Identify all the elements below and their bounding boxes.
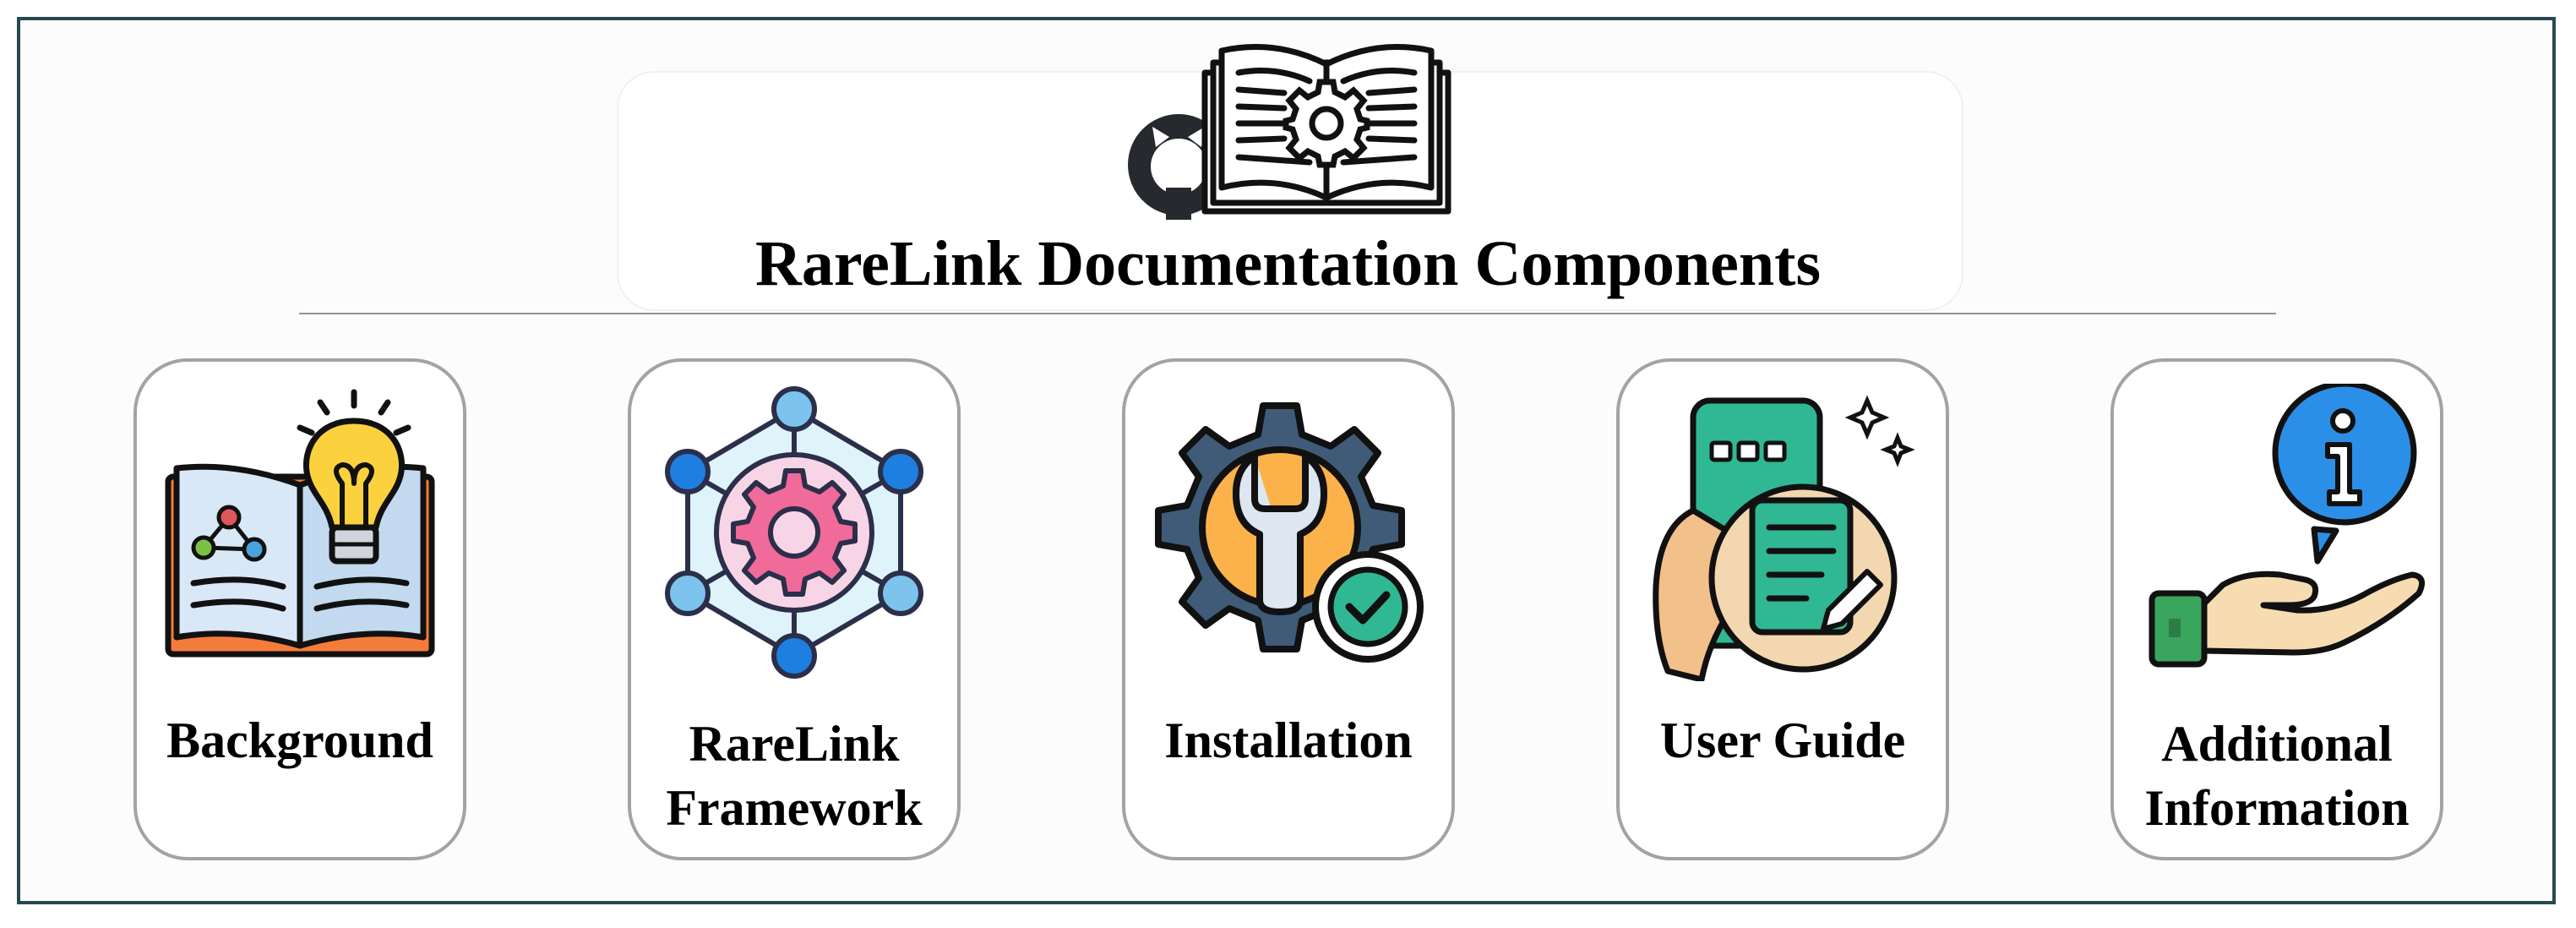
hand-info-icon — [2148, 384, 2426, 668]
label-line: Additional — [2161, 716, 2393, 772]
label-line: User Guide — [1659, 712, 1906, 768]
manual-book-gear-icon — [1201, 44, 1451, 215]
phone-document-icon — [1653, 395, 1915, 681]
component-card-installation: Installation — [1122, 358, 1455, 860]
book-lightbulb-icon — [165, 389, 435, 658]
label-line: Framework — [666, 780, 923, 836]
component-label-installation: Installation — [1125, 708, 1451, 772]
component-label-rarelink-framework: RareLink Framework — [631, 712, 957, 840]
label-line: Background — [166, 712, 433, 768]
label-line: RareLink — [689, 716, 900, 772]
wrench-gear-check-icon — [1155, 402, 1424, 663]
title-divider — [299, 313, 2276, 314]
component-label-user-guide: User Guide — [1620, 708, 1946, 772]
label-line: Information — [2144, 780, 2410, 836]
component-card-background: Background — [133, 358, 466, 860]
label-line: Installation — [1164, 712, 1413, 768]
component-label-background: Background — [137, 708, 463, 772]
component-label-additional-information: Additional Information — [2114, 712, 2440, 840]
diagram-title: RareLink Documentation Components — [754, 228, 1822, 299]
component-card-user-guide: User Guide — [1616, 358, 1949, 860]
component-card-additional-information: Additional Information — [2110, 358, 2443, 860]
component-card-rarelink-framework: RareLink Framework — [628, 358, 961, 860]
network-gear-icon — [665, 386, 923, 679]
